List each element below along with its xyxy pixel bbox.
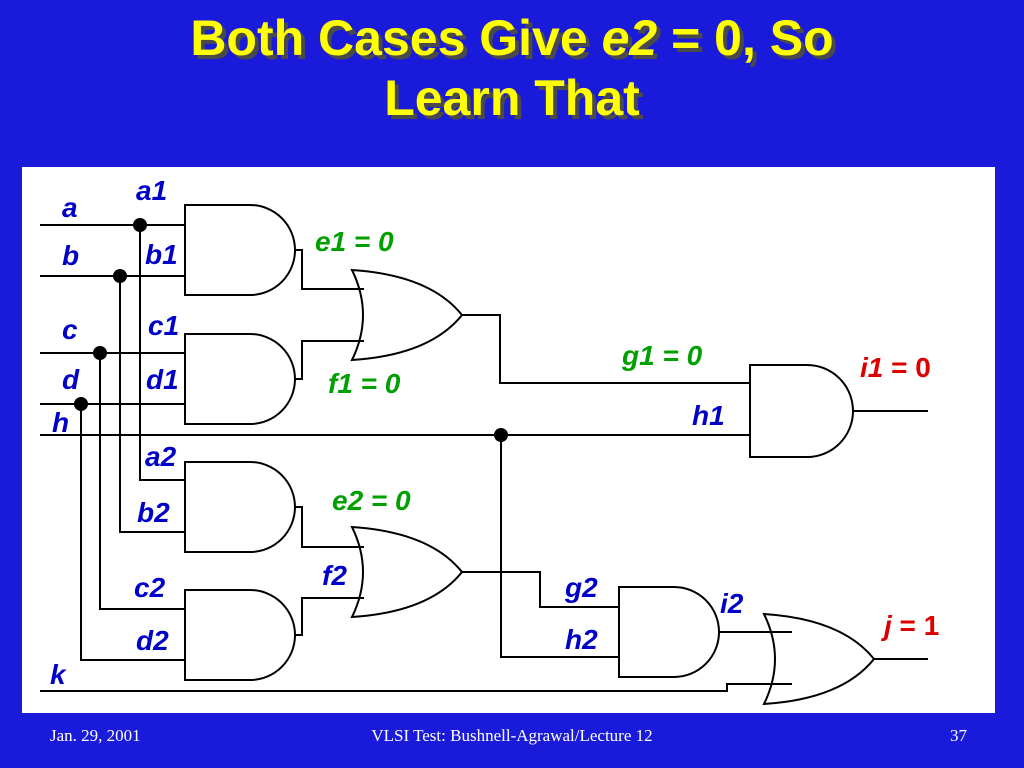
wire-k [40, 683, 792, 692]
output-i1-value: = 0 [883, 352, 930, 383]
circuit-diagram: a b c d h k a1 b1 c1 d1 a2 b2 c2 d2 f2 g… [22, 167, 995, 713]
wire-e1 [294, 249, 364, 290]
and-gate-g1h1 [749, 364, 854, 458]
label-d1: d1 [146, 364, 179, 395]
output-j-value: = 1 [892, 610, 939, 641]
junction-c [93, 346, 107, 360]
or-gate-e2f2 [350, 525, 464, 619]
title-part2: e2 [601, 10, 658, 66]
label-c: c [62, 314, 78, 345]
output-i1: i1 = 0 [860, 352, 931, 383]
label-i2: i2 [720, 588, 744, 619]
label-h1: h1 [692, 400, 725, 431]
junction-a [133, 218, 147, 232]
wire-b2 [119, 276, 185, 533]
wire-f1 [294, 340, 364, 380]
wire-g1 [462, 314, 750, 384]
or-gate-i2k [762, 612, 876, 706]
footer-page-number: 37 [950, 726, 967, 745]
value-g1: g1 = 0 [621, 340, 703, 371]
slide-title: Both Cases Give e2 = 0, So Learn That [0, 8, 1024, 128]
label-h2: h2 [565, 624, 598, 655]
label-a1: a1 [136, 175, 167, 206]
label-c2: c2 [134, 572, 166, 603]
wire-h2 [500, 435, 619, 658]
wire-f2 [294, 597, 364, 636]
junction-b [113, 269, 127, 283]
circuit-svg: a b c d h k a1 b1 c1 d1 a2 b2 c2 d2 f2 g… [40, 175, 939, 706]
and-gate-g2h2 [618, 586, 720, 678]
label-h: h [52, 407, 69, 438]
wire-e2 [294, 506, 364, 548]
value-f1: f1 = 0 [328, 368, 401, 399]
label-a: a [62, 192, 78, 223]
label-d2: d2 [136, 625, 169, 656]
label-f2: f2 [322, 560, 347, 591]
label-b: b [62, 240, 79, 271]
value-e1: e1 = 0 [315, 226, 394, 257]
footer-date: Jan. 29, 2001 [50, 726, 141, 745]
title-part3: = 0, So [657, 10, 834, 66]
and-gate-a1b1 [184, 204, 296, 296]
output-j-name: j [880, 610, 893, 641]
label-g2: g2 [564, 572, 598, 603]
or-gate-e1f1 [350, 268, 464, 362]
junction-h [494, 428, 508, 442]
title-line2: Learn That [384, 70, 640, 126]
label-b1: b1 [145, 239, 178, 270]
wire-c2 [99, 353, 185, 610]
wire-d2 [80, 404, 185, 661]
and-gate-c2d2 [184, 589, 296, 681]
value-e2: e2 = 0 [332, 485, 411, 516]
wire-a2 [139, 225, 185, 481]
output-i1-name: i1 [860, 352, 883, 383]
junction-d [74, 397, 88, 411]
footer-course: VLSI Test: Bushnell-Agrawal/Lecture 12 [371, 726, 653, 745]
label-d: d [62, 364, 80, 395]
and-gate-a2b2 [184, 461, 296, 553]
title-part1: Both Cases Give [190, 10, 602, 66]
and-gate-c1d1 [184, 333, 296, 425]
label-a2: a2 [145, 441, 177, 472]
output-j: j = 1 [880, 610, 939, 641]
label-k: k [50, 659, 67, 690]
label-b2: b2 [137, 497, 170, 528]
label-c1: c1 [148, 310, 179, 341]
